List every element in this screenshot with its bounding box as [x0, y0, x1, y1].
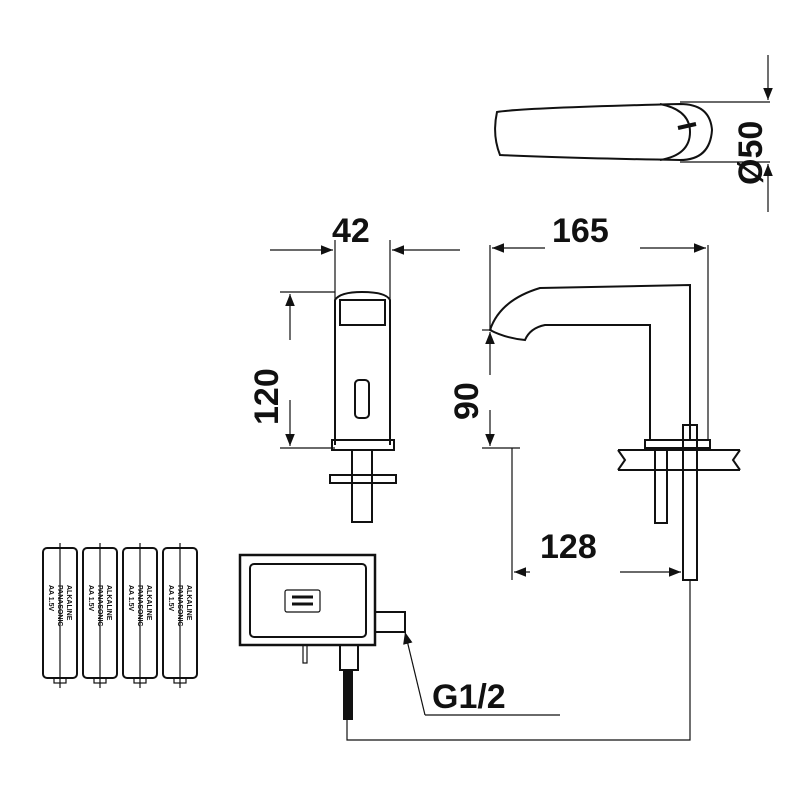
battery-label: PANASONIC — [56, 585, 63, 626]
battery-label: AA 1.5V — [167, 585, 174, 612]
battery-label: PANASONIC — [96, 585, 103, 626]
top-view-spout: Ø50 — [494, 55, 773, 212]
control-box: G1/2 — [238, 553, 560, 720]
battery-label: ALKALINE — [65, 585, 72, 621]
front-view: 42 120 — [248, 212, 460, 523]
dim-height-90: 90 — [448, 382, 486, 420]
battery-label: ALKALINE — [105, 585, 112, 621]
dim-height-120: 120 — [248, 368, 286, 425]
battery-label: PANASONIC — [176, 585, 183, 626]
dim-length-165: 165 — [552, 212, 609, 250]
dim-diameter-50: Ø50 — [732, 121, 770, 185]
battery-label: AA 1.5V — [127, 585, 134, 612]
battery-label: AA 1.5V — [87, 585, 94, 612]
battery-label: ALKALINE — [185, 585, 192, 621]
battery-label: PANASONIC — [136, 585, 143, 626]
battery-label: ALKALINE — [145, 585, 152, 621]
dim-length-128: 128 — [540, 528, 597, 566]
dim-thread-g12: G1/2 — [432, 678, 506, 716]
side-view: 165 90 128 — [346, 212, 741, 741]
battery-label: AA 1.5V — [47, 585, 54, 612]
dim-width-42: 42 — [332, 212, 370, 250]
